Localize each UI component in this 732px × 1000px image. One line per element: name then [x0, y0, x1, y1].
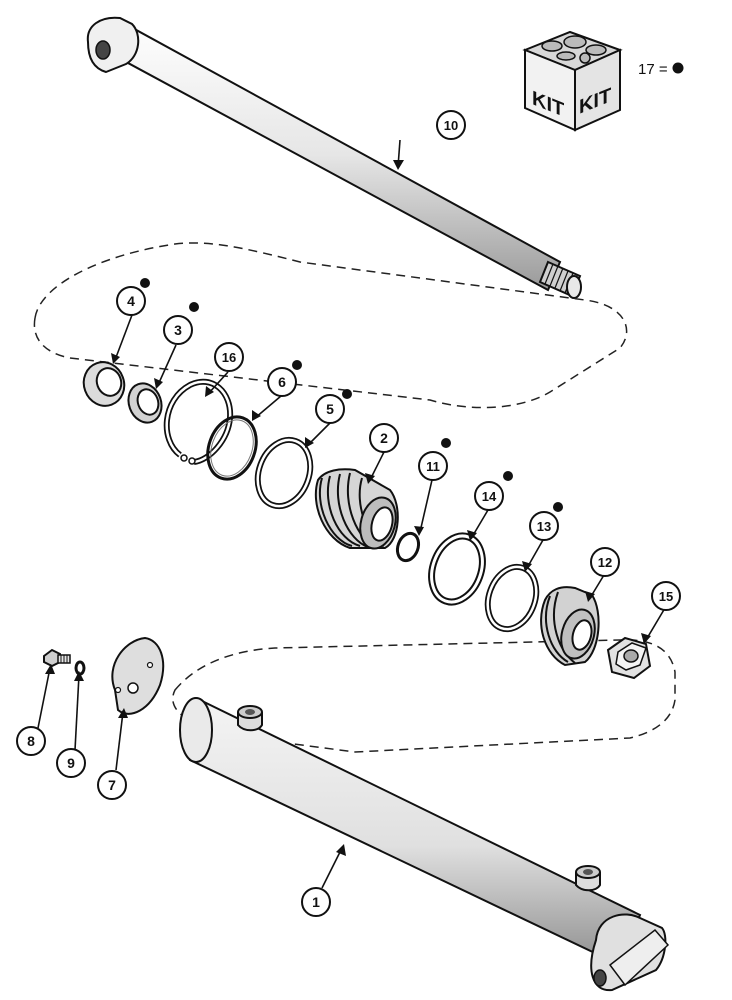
bolt: [43, 648, 71, 668]
callout-1[interactable]: 1: [301, 887, 331, 917]
callout-14-label: 14: [482, 489, 497, 504]
callout-6[interactable]: 6: [267, 367, 297, 397]
piston-seal: [484, 563, 540, 633]
callout-6-label: 6: [278, 374, 286, 390]
piston-rod: [86, 16, 582, 299]
callout-14[interactable]: 14: [474, 481, 504, 511]
callout-5-label: 5: [326, 401, 334, 417]
wiper-seal: [82, 361, 126, 407]
callout-3-label: 3: [174, 322, 182, 338]
cylinder-barrel: [179, 697, 670, 992]
callout-9[interactable]: 9: [56, 748, 86, 778]
kit-legend: 17 =: [638, 61, 684, 78]
callout-15-label: 15: [659, 589, 673, 604]
o-ring-large: [206, 415, 258, 481]
kit-bullet-icon: [342, 389, 352, 399]
lock-washer: [74, 660, 86, 676]
seal-kit-outline-upper: [33, 242, 628, 409]
kit-bullet-icon: [441, 438, 451, 448]
callout-13-label: 13: [537, 519, 551, 534]
lock-nut: [606, 636, 652, 680]
kit-bullet-icon: [189, 302, 199, 312]
piston: [540, 586, 600, 667]
kit-bullet-icon: [553, 502, 563, 512]
o-ring-small: [395, 531, 421, 563]
callout-7-label: 7: [108, 777, 116, 793]
callout-8-label: 8: [27, 733, 35, 749]
seal-kit-outline-lower: [172, 639, 676, 753]
callout-11[interactable]: 11: [418, 451, 448, 481]
retainer-plate: [111, 636, 165, 715]
callout-5[interactable]: 5: [315, 394, 345, 424]
callout-12[interactable]: 12: [590, 547, 620, 577]
leader-lines: [37, 139, 666, 889]
kit-bullet-icon: [672, 62, 684, 74]
callout-12-label: 12: [598, 555, 612, 570]
callout-8[interactable]: 8: [16, 726, 46, 756]
leader-arrowheads: [45, 160, 651, 856]
callout-7[interactable]: 7: [97, 770, 127, 800]
kit-bullets: [140, 278, 563, 512]
kit-bullet-icon: [503, 471, 513, 481]
kit-box-icon: KIT KIT: [522, 30, 623, 132]
callout-9-label: 9: [67, 755, 75, 771]
rod-eye-hole: [95, 40, 111, 60]
callout-1-label: 1: [312, 894, 320, 910]
callout-16[interactable]: 16: [214, 342, 244, 372]
callout-10[interactable]: 10: [436, 110, 466, 140]
callout-16-label: 16: [222, 350, 236, 365]
callout-11-label: 11: [426, 459, 440, 474]
kit-legend-text: 17 =: [638, 61, 668, 78]
kit-bullet-icon: [292, 360, 302, 370]
backup-ring: [254, 436, 314, 510]
callout-3[interactable]: 3: [163, 315, 193, 345]
piston-wear-ring: [428, 532, 486, 606]
gland: [314, 468, 399, 550]
callout-group: 10 4 3 16 6 5 2 11: [16, 110, 681, 917]
rod-seal: [127, 382, 163, 424]
barrel-eye-hole: [593, 969, 607, 987]
callout-4-label: 4: [127, 293, 135, 309]
callout-10-label: 10: [444, 118, 458, 133]
callout-15[interactable]: 15: [651, 581, 681, 611]
kit-bullet-icon: [140, 278, 150, 288]
callout-2-label: 2: [380, 430, 388, 446]
callout-13[interactable]: 13: [529, 511, 559, 541]
callout-4[interactable]: 4: [116, 286, 146, 316]
callout-2[interactable]: 2: [369, 423, 399, 453]
